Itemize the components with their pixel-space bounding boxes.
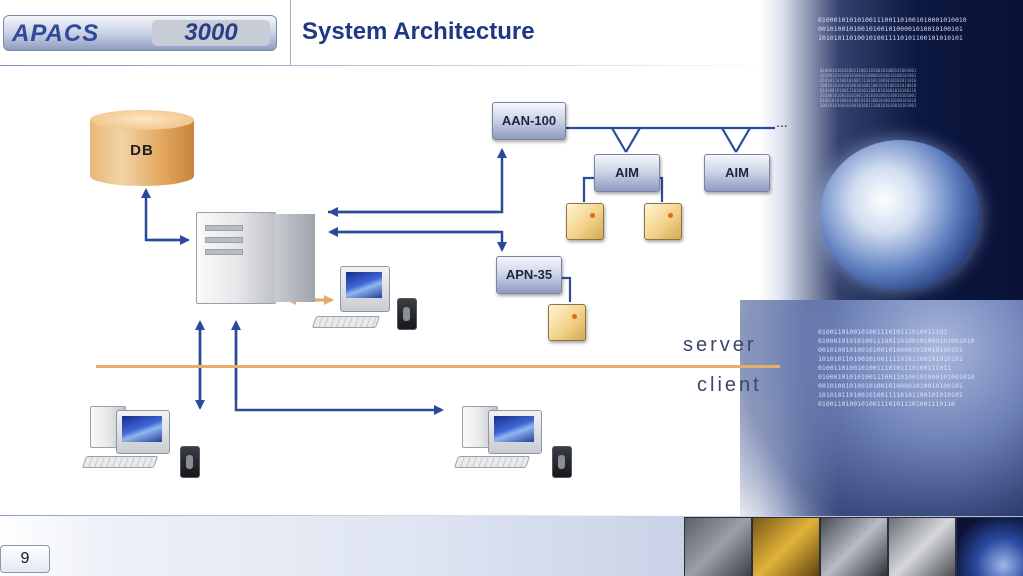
client-zone-label: client — [697, 374, 762, 396]
hardware-thumbnail — [888, 517, 956, 576]
server-tower — [196, 212, 276, 304]
client-left-monitor — [116, 410, 170, 454]
client-right-keyboard — [453, 456, 531, 468]
monitor-screen — [494, 416, 534, 442]
arrow-to-aan — [328, 148, 507, 214]
bus-to-aim2b — [735, 127, 751, 153]
monitor-screen — [122, 416, 162, 442]
client-right-monitor — [488, 410, 542, 454]
earth-thumbnail — [956, 517, 1023, 576]
database-cylinder: DB — [90, 110, 194, 186]
earth-image — [820, 140, 980, 290]
drive-bay — [205, 249, 243, 255]
circuit-board-thumbnail — [684, 517, 752, 576]
aim-to-module-1 — [582, 176, 594, 202]
header-divider — [290, 0, 291, 66]
module-led — [590, 213, 595, 218]
header-rule — [0, 65, 780, 66]
arrow-server-to-db — [141, 188, 188, 242]
moon-surface — [740, 300, 1023, 540]
io-module — [548, 304, 586, 341]
bus-to-aim1 — [611, 127, 627, 153]
server-client-separator — [96, 365, 780, 368]
client-left-keyboard — [81, 456, 159, 468]
page-title: System Architecture — [302, 18, 535, 45]
binary-text-top: 01000101010100111001101001010001010010 0… — [818, 16, 967, 42]
client-right-speaker — [552, 446, 572, 478]
local-speaker — [397, 298, 417, 330]
client-left-speaker — [180, 446, 200, 478]
drive-bay — [205, 225, 243, 231]
node-aim-2: AIM — [704, 154, 770, 192]
binary-text-small: 0100010101010011100110100101000101001001… — [820, 68, 917, 108]
page-number: 9 — [0, 545, 50, 573]
security-key-thumbnail — [752, 517, 820, 576]
node-aim-1: AIM — [594, 154, 660, 192]
monitor-screen — [346, 272, 382, 298]
bus-continuation: ... — [776, 114, 788, 130]
local-monitor — [340, 266, 390, 312]
logo-text-apacs: APACS — [12, 20, 100, 47]
bus-to-aim1b — [625, 127, 641, 153]
module-led — [668, 213, 673, 218]
footer-rule — [0, 515, 700, 516]
apn-to-module — [560, 276, 572, 302]
bus-to-aim2 — [721, 127, 737, 153]
local-keyboard — [311, 316, 381, 328]
arrow-to-apn — [330, 230, 507, 252]
apacs-logo: APACS 3000 — [3, 15, 277, 51]
database-label: DB — [130, 142, 154, 159]
database-body — [90, 120, 194, 186]
node-apn-35: APN-35 — [496, 256, 562, 294]
node-aan-100: AAN-100 — [492, 102, 566, 140]
io-module — [566, 203, 604, 240]
server-tower-side — [275, 214, 315, 302]
module-led — [572, 314, 577, 319]
server-zone-label: server — [683, 334, 757, 356]
drive-bay — [205, 237, 243, 243]
operator-thumbnail — [820, 517, 888, 576]
io-module — [644, 203, 682, 240]
binary-text-bottom: 010011010010100111010111010011101 010001… — [818, 328, 975, 408]
database-top — [90, 110, 194, 130]
logo-text-3000: 3000 — [152, 20, 270, 46]
